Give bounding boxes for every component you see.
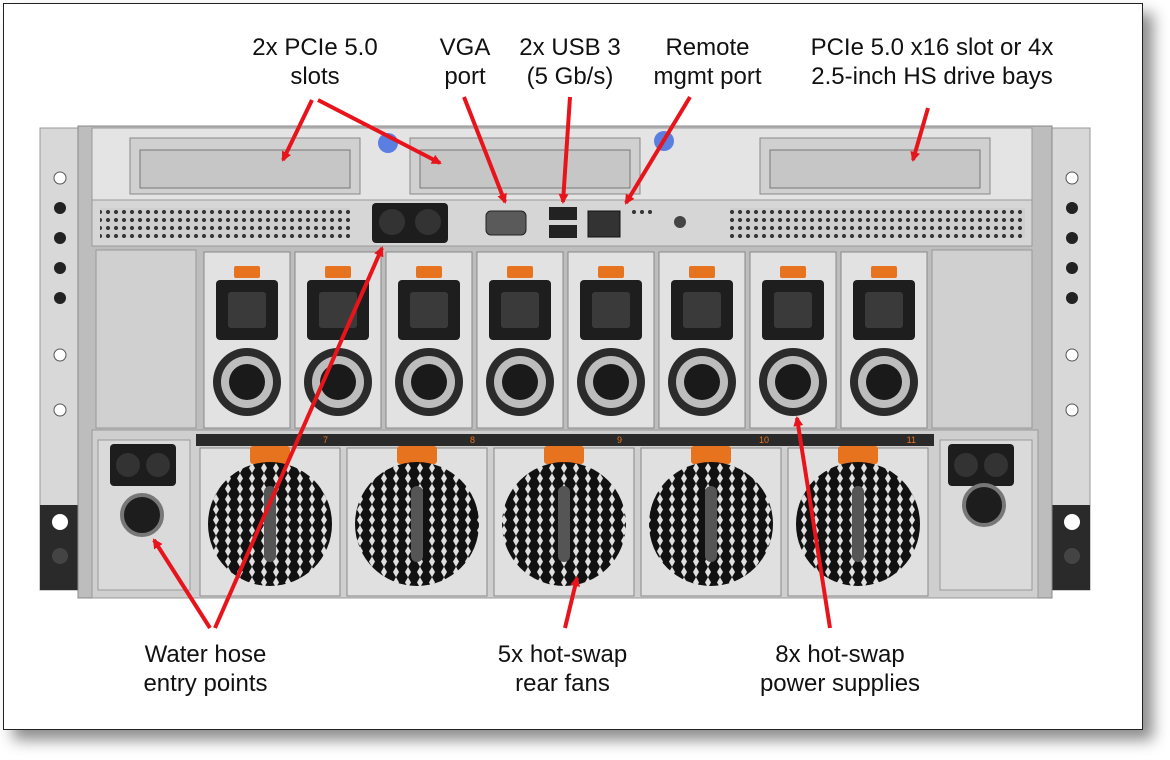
power-supply bbox=[840, 251, 928, 429]
rear-fan bbox=[640, 446, 782, 597]
rear-fan bbox=[346, 446, 488, 597]
fan-bay-number: 11 bbox=[907, 435, 916, 445]
fan-bay-number: 10 bbox=[759, 435, 769, 445]
rear-fan bbox=[787, 446, 929, 597]
arrow-remote-mgmt bbox=[624, 95, 692, 205]
arrow-pcie-slot-center bbox=[317, 98, 442, 165]
power-supply bbox=[658, 251, 746, 429]
right-rack-ear bbox=[1051, 127, 1091, 591]
power-supply bbox=[749, 251, 837, 429]
left-rack-ear bbox=[39, 127, 79, 591]
power-supply bbox=[385, 251, 473, 429]
arrow-water-hose-top bbox=[213, 246, 384, 629]
arrow-vga bbox=[462, 96, 507, 204]
fan-bay-number: 7 bbox=[323, 435, 328, 445]
arrow-usb bbox=[558, 96, 572, 204]
mgmt-ethernet-port bbox=[587, 210, 621, 238]
power-supply bbox=[567, 251, 655, 429]
fan-bay-number: 8 bbox=[470, 435, 475, 445]
io-strip bbox=[91, 199, 1033, 247]
left-hose-block bbox=[97, 439, 191, 591]
fan-bay-number: 9 bbox=[617, 435, 622, 445]
rear-fan bbox=[199, 446, 341, 597]
arrow-water-hose-bottom bbox=[152, 538, 212, 630]
power-supply-row bbox=[95, 249, 1033, 429]
power-supply bbox=[203, 251, 291, 429]
power-supply bbox=[476, 251, 564, 429]
arrow-rear-fans bbox=[563, 576, 580, 629]
rear-fan bbox=[493, 446, 635, 597]
arrow-pcie-x16 bbox=[910, 107, 930, 162]
vga-port bbox=[485, 210, 527, 236]
right-hose-block bbox=[939, 439, 1033, 591]
callout-arrows bbox=[152, 95, 930, 630]
usb-port bbox=[549, 225, 577, 238]
fan-row: 7 8 9 10 11 bbox=[91, 429, 1039, 599]
usb-port bbox=[549, 207, 577, 220]
arrow-power-supplies bbox=[793, 416, 832, 629]
arrow-pcie-slot-left bbox=[281, 99, 314, 162]
label-usb: 2x USB 3(5 Gb/s) bbox=[519, 34, 621, 90]
